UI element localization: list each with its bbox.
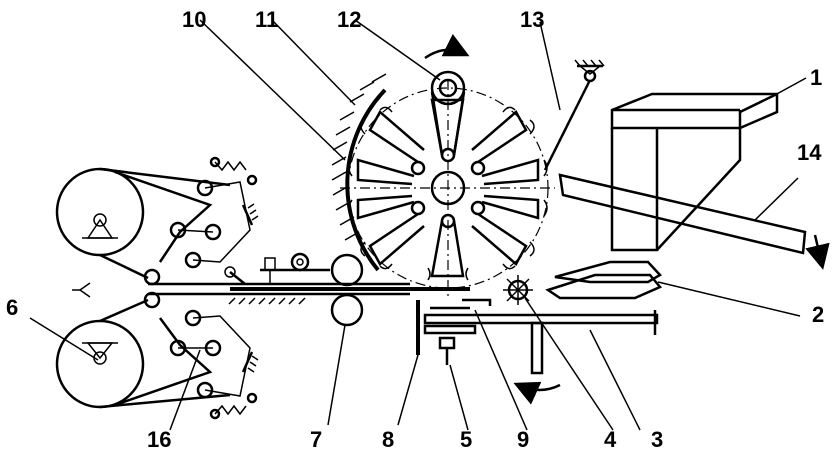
label-2: 2 [812,302,824,327]
label-3: 3 [651,427,663,452]
feed-conveyor [148,252,470,327]
label-9: 9 [517,427,529,452]
label-6: 6 [6,295,18,320]
label-4: 4 [604,427,617,452]
label-7: 7 [310,427,322,452]
label-13: 13 [520,7,544,32]
cutting-drum [331,33,555,300]
leader-lines [29,19,807,431]
part-labels: 1 2 3 4 5 6 7 8 9 10 11 12 13 14 16 [6,7,824,452]
label-10: 10 [182,7,206,32]
label-8: 8 [382,427,394,452]
label-14: 14 [797,140,822,165]
hopper-assembly [543,59,830,300]
lower-mechanism [416,275,659,405]
label-1: 1 [810,65,822,90]
label-11: 11 [255,7,278,32]
press-roller-assembly [55,156,259,420]
label-12: 12 [337,7,361,32]
label-16: 16 [147,427,171,452]
label-5: 5 [460,427,472,452]
